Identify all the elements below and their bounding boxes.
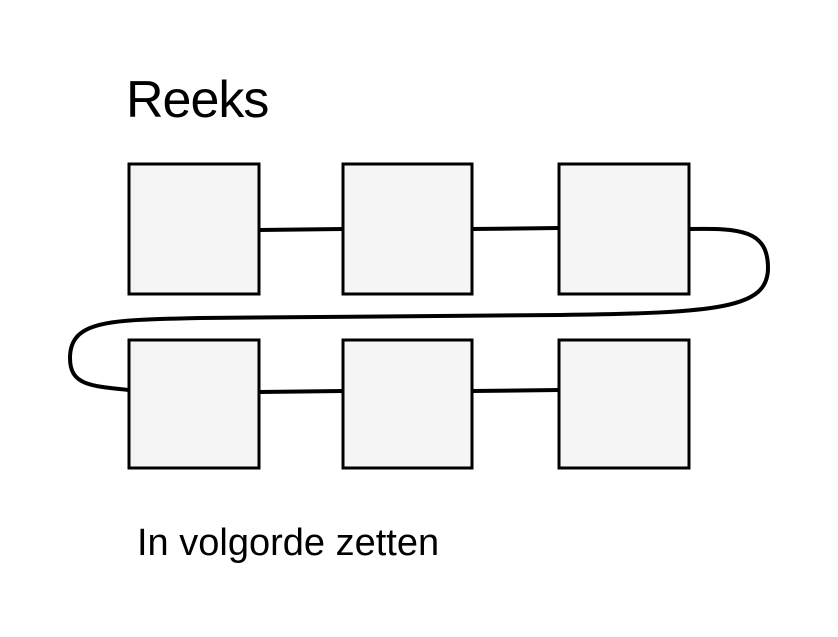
sequence-box-4	[127, 338, 261, 470]
connector-5-6	[470, 388, 561, 393]
sequence-box-2	[341, 162, 474, 296]
sequence-box-6	[557, 338, 691, 470]
diagram-caption: In volgorde zetten	[137, 522, 440, 564]
sequence-box-5	[341, 338, 474, 470]
sequence-box-3	[557, 162, 691, 296]
connector-1-2	[257, 227, 345, 232]
connector-2-3	[470, 226, 561, 231]
sequence-box-1	[127, 162, 261, 296]
diagram-title: Reeks	[126, 71, 269, 129]
connector-4-5	[257, 389, 345, 394]
connector-3-4-wrap	[68, 226, 770, 392]
